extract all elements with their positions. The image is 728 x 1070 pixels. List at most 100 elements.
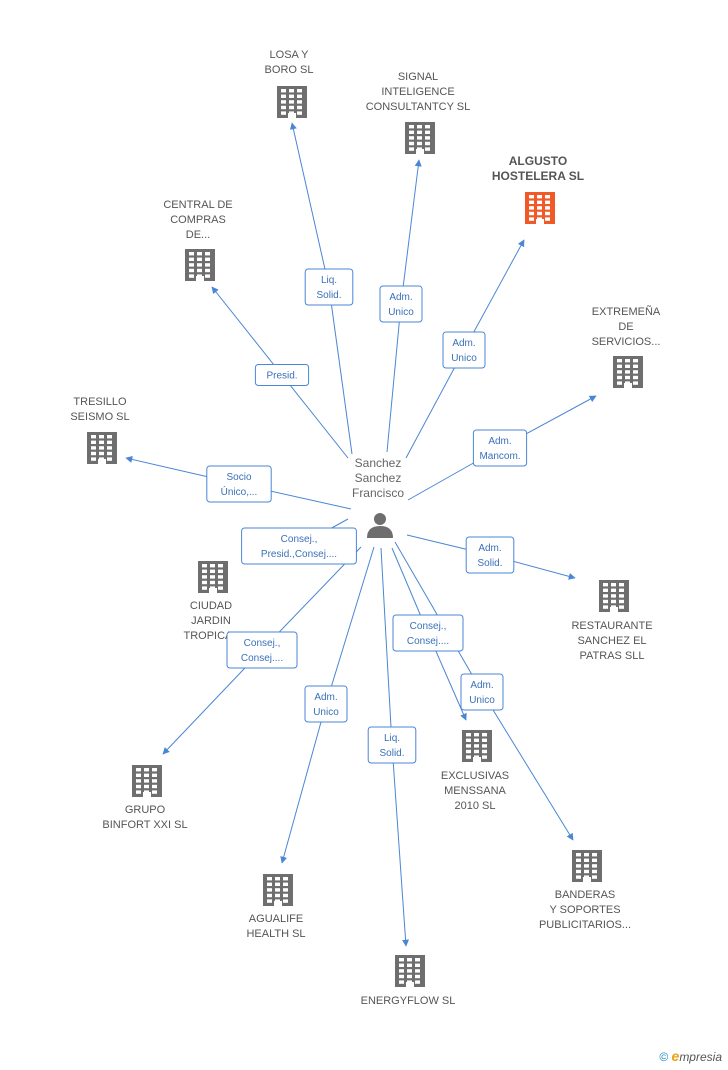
building-window <box>275 882 280 886</box>
company-name-line: COMPRAS <box>170 214 226 226</box>
building-window <box>529 217 534 221</box>
building-window <box>619 599 624 604</box>
relation-label: Presid.,Consej.... <box>261 549 337 560</box>
building-icon[interactable] <box>525 192 555 224</box>
building-window <box>152 773 157 777</box>
building-icon[interactable] <box>198 561 228 593</box>
building-window <box>205 274 210 278</box>
relation-label: Unico <box>451 353 477 364</box>
building-window <box>617 381 622 385</box>
building-window <box>205 268 210 273</box>
building-window <box>275 893 280 898</box>
building-window <box>537 195 542 199</box>
relation-box-energyflow[interactable]: Liq.Solid. <box>367 726 417 764</box>
building-window <box>152 790 157 794</box>
company-node-central[interactable]: CENTRAL DECOMPRASDE... <box>163 199 233 281</box>
relation-box-exclusivas[interactable]: Consej.,Consej.... <box>392 614 464 652</box>
building-door <box>583 877 591 882</box>
building-window <box>136 790 141 794</box>
relation-box-grupo[interactable]: Consej.,Consej.... <box>226 631 298 669</box>
building-icon[interactable] <box>613 356 643 388</box>
building-icon[interactable] <box>462 730 492 762</box>
building-window <box>205 257 210 261</box>
building-icon[interactable] <box>132 765 162 797</box>
logo-initial: e <box>671 1048 680 1064</box>
building-icon[interactable] <box>185 249 215 281</box>
building-window <box>611 583 616 587</box>
building-window <box>275 888 280 892</box>
building-window <box>91 440 96 444</box>
building-window <box>576 853 581 857</box>
relation-box-banderas[interactable]: Adm.Unico <box>460 673 504 711</box>
company-name-line: Y SOPORTES <box>549 904 620 916</box>
building-window <box>466 749 471 754</box>
building-window <box>584 869 589 874</box>
relation-label: Adm. <box>314 692 337 703</box>
building-icon[interactable] <box>87 432 117 464</box>
building-window <box>537 200 542 204</box>
building-window <box>297 94 302 98</box>
building-window <box>415 963 420 967</box>
building-window <box>466 744 471 748</box>
building-window <box>415 980 420 984</box>
company-name-line: GRUPO <box>125 804 166 816</box>
building-window <box>576 864 581 868</box>
building-window <box>197 257 202 261</box>
company-name-line: ENERGYFLOW SL <box>361 995 456 1007</box>
company-name-line: BORO SL <box>265 64 314 76</box>
relation-box-algusto[interactable]: Adm.Unico <box>442 331 486 369</box>
company-node-extremena[interactable]: EXTREMEÑADESERVICIOS... <box>592 305 661 388</box>
company-name-line: BINFORT XXI SL <box>102 819 187 831</box>
company-node-energyflow[interactable]: ENERGYFLOW SL <box>361 955 456 1007</box>
relation-box-signal[interactable]: Adm.Unico <box>379 285 423 323</box>
building-window <box>136 773 141 777</box>
building-icon[interactable] <box>263 874 293 906</box>
building-icon[interactable] <box>572 850 602 882</box>
building-icon[interactable] <box>599 580 629 612</box>
company-name-line: SEISMO SL <box>70 411 129 423</box>
building-window <box>399 974 404 979</box>
building-window <box>619 594 624 598</box>
building-door <box>209 588 217 593</box>
building-window <box>474 733 479 737</box>
relation-box-agualife[interactable]: Adm.Unico <box>304 685 348 723</box>
relation-box-tresillo[interactable]: SocioÚnico,... <box>206 465 272 503</box>
building-window <box>409 136 414 140</box>
relation-box-ciudad[interactable]: Consej.,Presid.,Consej.... <box>241 527 357 565</box>
company-name-line: BANDERAS <box>555 889 616 901</box>
relation-box-extremena[interactable]: Adm.Mancom. <box>472 429 528 467</box>
relation-box-restaurante[interactable]: Adm.Solid. <box>465 536 515 574</box>
building-icon[interactable] <box>277 86 307 118</box>
relation-box-frame <box>254 364 310 386</box>
relation-box-frame <box>465 536 515 574</box>
building-icon[interactable] <box>405 122 435 154</box>
company-name-line: CIUDAD <box>190 600 232 612</box>
company-name-line: INTELIGENCE <box>381 86 454 98</box>
building-window <box>529 206 534 210</box>
company-name-line: SERVICIOS... <box>592 336 661 348</box>
building-window <box>545 206 550 210</box>
relation-box-losa[interactable]: Liq.Solid. <box>304 268 354 306</box>
company-name-line: HEALTH SL <box>246 928 305 940</box>
building-window <box>283 899 288 903</box>
company-name-line: ALGUSTO <box>509 154 567 168</box>
building-window <box>617 375 622 380</box>
company-node-grupo[interactable]: GRUPO BINFORT XXI SL <box>102 765 188 831</box>
building-window <box>425 141 430 146</box>
relation-label: Unico <box>388 307 414 318</box>
building-window <box>91 446 96 450</box>
building-icon[interactable] <box>395 955 425 987</box>
building-window <box>297 100 302 104</box>
building-window <box>633 375 638 380</box>
relation-box-central[interactable]: Presid. <box>254 364 310 386</box>
